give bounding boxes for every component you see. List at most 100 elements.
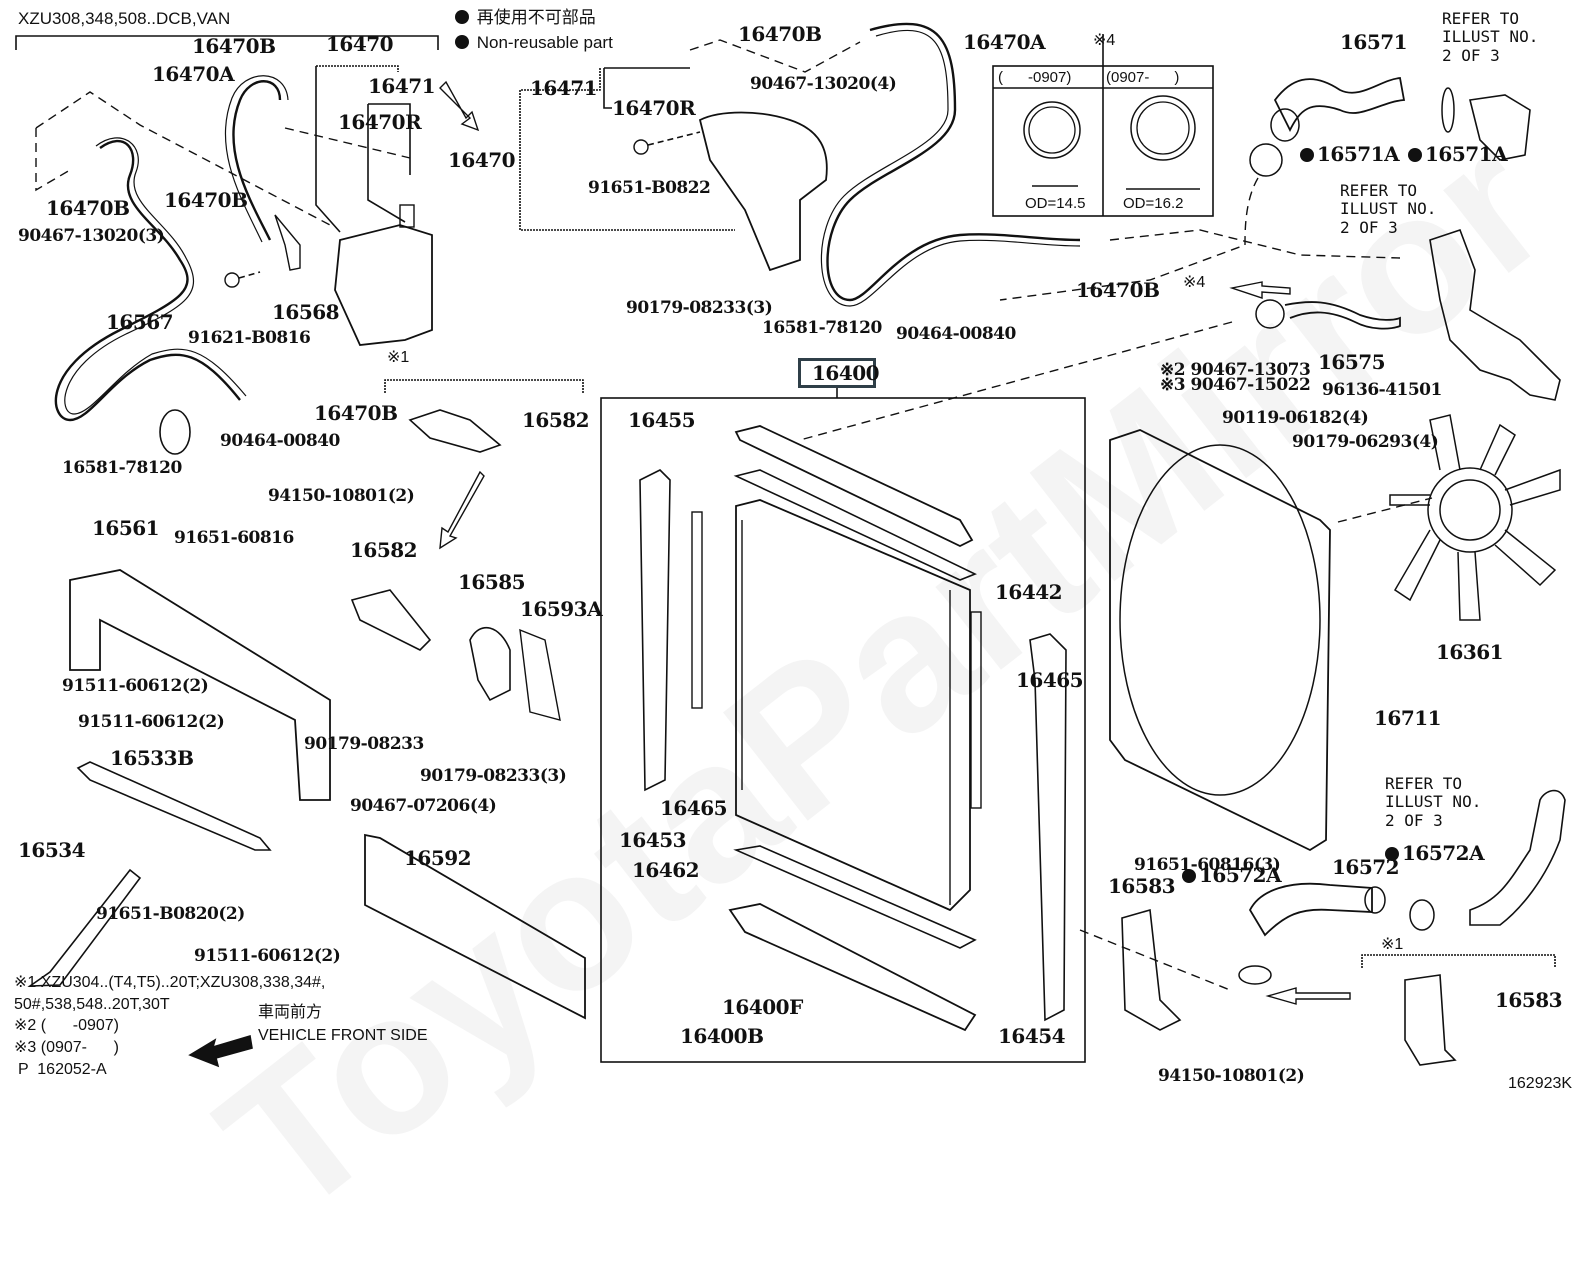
part-label[interactable]: 90179-06293(4) (1292, 432, 1439, 452)
part-label[interactable]: 16583 (1495, 988, 1563, 1012)
part-label[interactable]: 91511-60612(2) (194, 946, 341, 966)
part-label[interactable]: 16571 (1340, 30, 1408, 54)
part-label[interactable]: 16454 (998, 1024, 1066, 1048)
part-label[interactable]: 16400B (680, 1024, 764, 1048)
part-label[interactable]: 91651-B0820(2) (96, 904, 245, 924)
note-ref-1-bracket-a: ※1 (387, 349, 410, 366)
part-label[interactable]: 16533B (110, 746, 194, 770)
part-label[interactable]: 91651-60816(3) (1134, 855, 1281, 875)
part-label[interactable]: 90464-00840 (896, 324, 1016, 344)
stay-16534 (27, 868, 142, 987)
part-label[interactable]: 16582 (350, 538, 418, 562)
part-label[interactable]: 16582 (522, 408, 590, 432)
leader-16470 (315, 66, 341, 233)
refer-note-2[interactable]: REFER TO ILLUST NO. 2 OF 3 (1340, 181, 1437, 237)
model-scope-label: XZU308,348,508..DCB,VAN (18, 9, 231, 28)
part-label[interactable]: 94150-10801(2) (1158, 1066, 1305, 1086)
refer-note-1[interactable]: REFER TO ILLUST NO. 2 OF 3 (1442, 9, 1539, 65)
part-label[interactable]: ※3 90467-15022 (1160, 375, 1311, 395)
non-reusable-dot-icon (1385, 847, 1399, 861)
part-label[interactable]: 91511-60612(2) (62, 676, 209, 696)
side-member-16453 (639, 469, 671, 792)
non-reusable-part-label[interactable]: 16572A (1182, 865, 1282, 885)
page-code: P 162052-A (18, 1061, 107, 1078)
direction-jp: 車両前方 (258, 1004, 323, 1021)
part-label[interactable]: 16561 (92, 516, 160, 540)
part-label[interactable]: 16583 (1108, 874, 1176, 898)
part-label[interactable]: 16470R (338, 110, 422, 134)
part-label[interactable]: 90179-08233 (304, 734, 424, 754)
non-reusable-part-label[interactable]: 16571A (1300, 144, 1400, 164)
part-label[interactable]: 16470B (164, 188, 248, 212)
part-label[interactable]: 16568 (272, 300, 340, 324)
reservoir-tank-left (334, 224, 433, 346)
part-label[interactable]: 16593A (520, 597, 603, 621)
fan-shroud (1109, 429, 1331, 852)
part-label[interactable]: 90179-08233(3) (626, 298, 773, 318)
part-label[interactable]: 16453 (619, 828, 687, 852)
non-reusable-part-label[interactable]: 16572A (1385, 843, 1485, 863)
part-label[interactable]: 16592 (404, 846, 472, 870)
part-label[interactable]: 16470A (152, 62, 235, 86)
part-label[interactable]: 16711 (1374, 706, 1442, 730)
part-label[interactable]: 16470 (326, 32, 394, 56)
part-label[interactable]: 90467-13020(4) (750, 74, 897, 94)
part-label[interactable]: 16470R (612, 96, 696, 120)
part-label[interactable]: 90179-08233(3) (420, 766, 567, 786)
part-label[interactable]: 91621-B0816 (188, 328, 311, 348)
part-label[interactable]: 16470B (192, 34, 276, 58)
part-label[interactable]: 16470B (314, 401, 398, 425)
part-label[interactable]: 16585 (458, 570, 526, 594)
part-label[interactable]: 16465 (660, 796, 728, 820)
non-reusable-dot-icon (455, 35, 469, 49)
hollow-arrow-3 (1229, 281, 1291, 299)
plate-16593a (519, 628, 561, 721)
non-reusable-part-label[interactable]: 16571A (1408, 144, 1508, 164)
part-label[interactable]: 90467-07206(4) (350, 796, 497, 816)
highlighted-part-frame (798, 358, 876, 388)
part-label[interactable]: 91651-B0822 (588, 178, 711, 198)
part-label[interactable]: 16455 (628, 408, 696, 432)
part-label[interactable]: 16470B (1076, 278, 1160, 302)
lower-gasket-16462 (733, 845, 977, 949)
part-label[interactable]: 16361 (1436, 640, 1504, 664)
part-label[interactable]: 16442 (995, 580, 1063, 604)
part-label[interactable]: 16400F (722, 995, 803, 1019)
part-label[interactable]: 16471 (368, 74, 436, 98)
part-label[interactable]: 94150-10801(2) (268, 486, 415, 506)
part-label[interactable]: 90464-00840 (220, 431, 340, 451)
cooling-fan (1389, 414, 1561, 621)
part-label[interactable]: 16462 (632, 858, 700, 882)
seal-16465-left (691, 511, 703, 709)
part-label[interactable]: 16471 (530, 76, 598, 100)
part-label[interactable]: 91651-60816 (174, 528, 294, 548)
radiator-upper-tank (734, 425, 974, 548)
part-label[interactable]: 16534 (18, 838, 86, 862)
part-label[interactable]: 90119-06182(4) (1222, 408, 1369, 428)
panel-16592 (364, 833, 586, 1020)
part-label[interactable]: 16572 (1332, 855, 1400, 879)
part-label[interactable]: 16470B (738, 22, 822, 46)
part-label[interactable]: 91511-60612(2) (78, 712, 225, 732)
refer-note-3[interactable]: REFER TO ILLUST NO. 2 OF 3 (1385, 774, 1482, 830)
part-label[interactable]: 90467-13020(3) (18, 226, 165, 246)
diagram-artwork (15, 22, 1566, 1068)
part-label[interactable]: 96136-41501 (1322, 380, 1442, 400)
parts-diagram: ToyotaPartMirror (14, 9, 1586, 1257)
water-pump-housing (1429, 228, 1561, 401)
part-label[interactable]: 16567 (106, 310, 174, 334)
highlighted-part-label[interactable]: 16400 (812, 361, 880, 385)
part-label[interactable]: ※2 90467-13073 (1160, 360, 1311, 380)
part-label[interactable]: 16465 (1016, 668, 1084, 692)
part-label[interactable]: 16581-78120 (762, 318, 882, 338)
hollow-arrow-1 (439, 80, 480, 132)
part-label[interactable]: 16470B (46, 196, 130, 220)
part-label[interactable]: 16470A (963, 30, 1046, 54)
footnote-3: ※3 (0907- ) (14, 1039, 119, 1056)
part-label[interactable]: 16581-78120 (62, 458, 182, 478)
part-label[interactable]: 16575 (1318, 350, 1386, 374)
legend-en: Non-reusable part (455, 34, 613, 51)
part-label[interactable]: 16470 (448, 148, 516, 172)
note-ref-1-bracket-b: ※1 (1381, 936, 1404, 953)
reservoir-tank-center (698, 111, 828, 272)
